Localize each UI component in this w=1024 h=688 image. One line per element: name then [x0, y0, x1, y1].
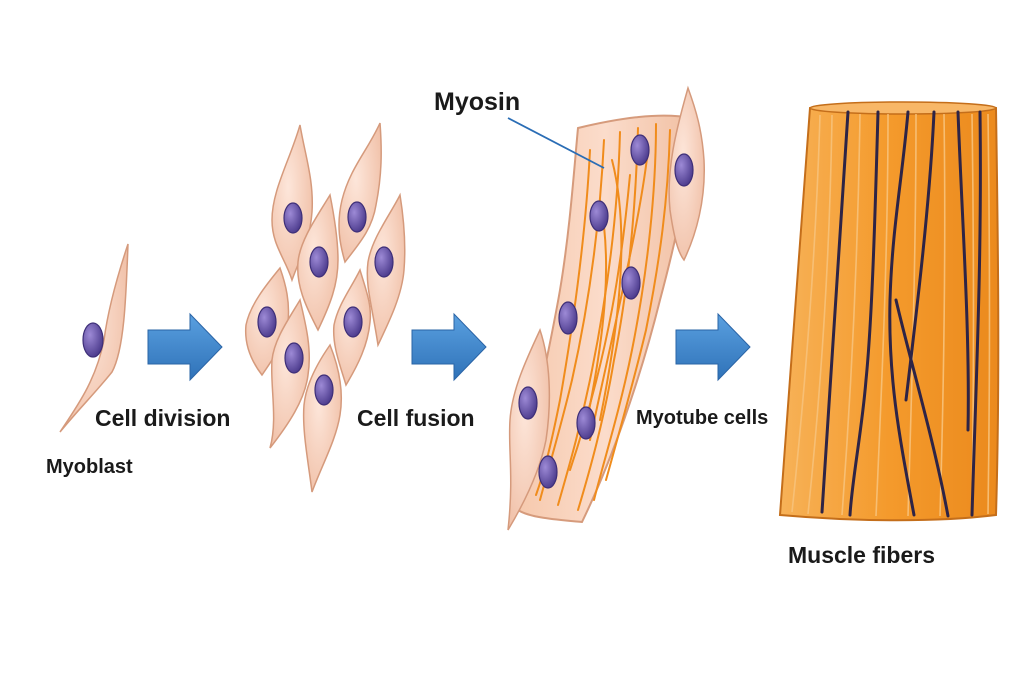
myosin-label: Myosin: [434, 88, 521, 116]
nucleus-icon: [558, 301, 578, 335]
nucleus-icon: [82, 322, 104, 358]
myoblast-cell: [59, 243, 129, 433]
nucleus-icon: [538, 455, 558, 489]
nucleus-icon: [518, 386, 538, 420]
nucleus-icon: [589, 200, 609, 232]
nucleus-icon: [283, 202, 303, 234]
nucleus-icon: [343, 306, 363, 338]
muscle-fiber-bundle: [778, 101, 1000, 522]
nucleus-icon: [576, 406, 596, 440]
nucleus-icon: [257, 306, 277, 338]
myotube-cells-label: Myotube cells: [636, 407, 769, 429]
nucleus-icon: [621, 266, 641, 300]
nucleus-icon: [374, 246, 394, 278]
nucleus-icon: [347, 201, 367, 233]
myoblast-label: Myoblast: [46, 456, 133, 478]
arrow-right-icon: [675, 312, 751, 382]
myosin-pointer-line: [507, 117, 605, 169]
myotube: [507, 85, 706, 531]
divided-cells-cluster: [244, 122, 406, 493]
nucleus-icon: [314, 374, 334, 406]
nucleus-icon: [309, 246, 329, 278]
cell-fusion-label: Cell fusion: [357, 405, 475, 431]
muscle-fibers-label: Muscle fibers: [788, 542, 935, 568]
cell-division-label: Cell division: [95, 405, 231, 431]
nucleus-icon: [674, 153, 694, 187]
nucleus-icon: [630, 134, 650, 166]
arrow-right-icon: [411, 312, 487, 382]
arrow-right-icon: [147, 312, 223, 382]
nucleus-icon: [284, 342, 304, 374]
